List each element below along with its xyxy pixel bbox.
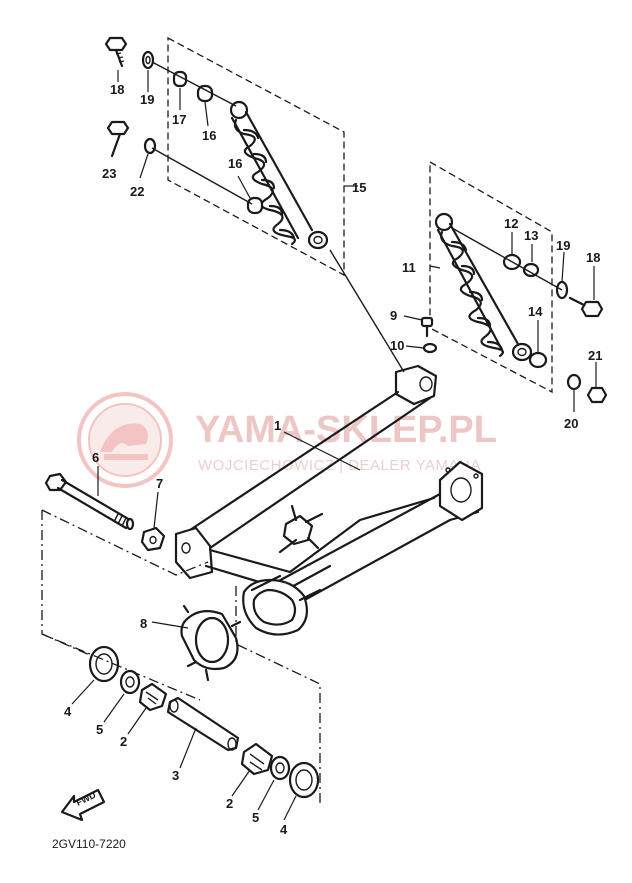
callout-1: 1	[274, 418, 281, 433]
bolt-18-left	[104, 36, 128, 68]
bushing-14	[528, 351, 548, 369]
callout-16-upper: 16	[202, 128, 216, 143]
shock-right-bolt-line	[451, 227, 563, 291]
callout-19-right: 19	[556, 238, 570, 253]
assembly-line-bolt	[41, 509, 209, 576]
bushing-16-lower	[246, 196, 264, 215]
callout-17: 17	[172, 112, 186, 127]
callout-numbers: 18 19 17 16 16 23 22 15 12 13 19 18 11 9…	[64, 82, 602, 837]
leader-lines	[71, 70, 597, 821]
callout-2-left: 2	[120, 734, 127, 749]
forward-direction-arrow: FWD	[60, 788, 106, 822]
callout-14: 14	[528, 304, 543, 319]
washer-5-left	[119, 669, 141, 695]
callout-18-left: 18	[110, 82, 124, 97]
callout-6: 6	[92, 450, 99, 465]
shock-mount-line	[329, 249, 405, 373]
callout-3: 3	[172, 768, 179, 783]
shock-bolt-line-upper	[151, 61, 237, 107]
callout-15: 15	[352, 180, 366, 195]
dust-cover-8	[180, 604, 242, 682]
nut-21	[586, 386, 608, 404]
assembly-line-right	[235, 586, 321, 806]
nut-7	[140, 526, 166, 552]
callout-10: 10	[390, 338, 404, 353]
watermark-logo	[77, 392, 173, 488]
callout-4-left: 4	[64, 704, 72, 719]
callout-12: 12	[504, 216, 518, 231]
callout-9: 9	[390, 308, 397, 323]
watermark-brand: YAMA-SKLEP.PL	[195, 409, 497, 451]
shock-assembly-box-11	[429, 160, 553, 394]
bushing-16-upper	[196, 84, 214, 103]
callout-7: 7	[156, 476, 163, 491]
callout-5-right: 5	[252, 810, 259, 825]
bolt-18-right	[568, 296, 604, 318]
callout-23: 23	[102, 166, 116, 181]
callout-20: 20	[564, 416, 578, 431]
bolt-23	[106, 120, 130, 158]
callout-13: 13	[524, 228, 538, 243]
shock-bolt-line-lower	[151, 147, 253, 205]
assembly-line-cover	[41, 633, 93, 657]
pivot-bolt-6	[44, 472, 135, 531]
callout-19-left: 19	[140, 92, 154, 107]
washer-10	[422, 342, 438, 354]
rear-shock-absorber-right	[434, 212, 533, 362]
bolt-9	[420, 316, 434, 338]
bearing-2-right	[240, 742, 274, 776]
rear-shock-absorber-left	[229, 100, 329, 250]
callout-2-right: 2	[226, 796, 233, 811]
collar-13	[522, 262, 540, 278]
watermark: YAMA-SKLEP.PL WOJCIECHOWICZ | DEALER YAM…	[77, 392, 497, 488]
washer-19-left	[141, 50, 155, 70]
swing-arm	[174, 364, 484, 636]
callout-22: 22	[130, 184, 144, 199]
shock-assembly-box-15	[167, 36, 345, 277]
diagram-code: 2GV110-7220	[52, 837, 126, 851]
callout-11: 11	[402, 260, 416, 275]
washer-20	[566, 373, 582, 391]
washer-5-right	[269, 755, 291, 781]
callout-16-lower: 16	[228, 156, 242, 171]
watermark-subtitle: WOJCIECHOWICZ | DEALER YAMAHA	[198, 457, 481, 474]
collar-3	[166, 696, 240, 752]
oil-seal-4-right	[288, 761, 320, 799]
callout-4-right: 4	[280, 822, 288, 837]
callout-21: 21	[588, 348, 602, 363]
callout-5-left: 5	[96, 722, 103, 737]
oil-seal-4-left	[88, 645, 120, 683]
bearing-2-left	[138, 682, 168, 712]
callout-18-right: 18	[586, 250, 600, 265]
callout-8: 8	[140, 616, 147, 631]
nut-22	[143, 137, 157, 155]
